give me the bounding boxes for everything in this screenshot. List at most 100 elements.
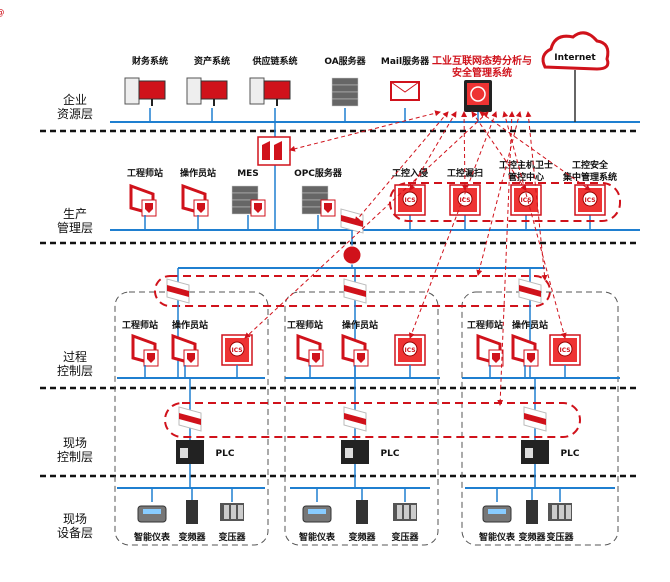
layer-label: 控制层 bbox=[57, 364, 93, 378]
ics-text: ICS bbox=[520, 197, 531, 204]
layer-label: 设备层 bbox=[57, 526, 93, 540]
server-unit bbox=[301, 185, 329, 194]
tower-icon bbox=[249, 77, 265, 105]
plc-label: PLC bbox=[381, 449, 400, 459]
host-guard-label: 管控中心 bbox=[508, 171, 544, 183]
enterprise-item-label: 财务系统 bbox=[131, 55, 168, 67]
transformer-icon bbox=[548, 503, 572, 521]
field-device-label: 变频器 bbox=[518, 531, 546, 543]
enterprise-item-label: Mail服务器 bbox=[381, 55, 430, 67]
field-device-label: 变压器 bbox=[391, 531, 419, 543]
shield-icon bbox=[183, 349, 199, 367]
operator-station-label: 操作员站 bbox=[342, 319, 378, 331]
server-unit bbox=[231, 185, 259, 194]
layer-label: 过程 bbox=[63, 349, 87, 364]
shield-icon bbox=[488, 349, 504, 367]
cloud bbox=[541, 31, 610, 71]
coil bbox=[411, 505, 416, 519]
operator-station-label: 操作员站 bbox=[512, 319, 548, 331]
server-unit bbox=[331, 91, 359, 100]
inverter-icon bbox=[526, 500, 538, 524]
enterprise-item-label: 资产系统 bbox=[194, 55, 230, 67]
plc-display bbox=[525, 448, 533, 458]
field-device-label: 变压器 bbox=[218, 531, 246, 543]
server-unit bbox=[301, 192, 329, 201]
meter-screen bbox=[143, 509, 161, 514]
ics-icon bbox=[402, 341, 418, 357]
plc-icon bbox=[521, 440, 549, 464]
shield-icon bbox=[523, 349, 539, 367]
engineer-station-label: 工程师站 bbox=[287, 319, 323, 331]
ics-text: ICS bbox=[559, 347, 570, 354]
tablet-screen bbox=[467, 83, 489, 105]
layer-label: 生产 bbox=[63, 207, 87, 221]
transformer-icon bbox=[393, 503, 417, 521]
coil bbox=[224, 505, 229, 519]
process-firewall-icon bbox=[343, 278, 367, 304]
workstation-icon bbox=[124, 77, 166, 106]
internet-cloud-icon bbox=[541, 31, 610, 71]
shield-icon bbox=[143, 349, 159, 367]
plc-icon bbox=[176, 440, 204, 464]
enterprise-item-label: OA服务器 bbox=[324, 55, 366, 67]
layer-label: 企业 bbox=[63, 92, 87, 107]
management-link-arrow bbox=[525, 111, 548, 281]
management-link-arrow bbox=[244, 111, 489, 339]
tower-icon bbox=[124, 77, 140, 105]
security-system-title: 安全管理系统 bbox=[452, 66, 512, 79]
engineer-station-label: 工程师站 bbox=[122, 319, 158, 331]
field-device-label: 变压器 bbox=[546, 531, 574, 543]
layer-label: 现场 bbox=[63, 436, 87, 450]
ics-text: ICS bbox=[459, 197, 470, 204]
layer-label: 控制层 bbox=[57, 450, 93, 464]
transformer-icon bbox=[220, 503, 244, 521]
field-device-label: 智能仪表 bbox=[134, 531, 171, 543]
shield-icon bbox=[187, 353, 195, 363]
field-firewall-icon bbox=[343, 406, 367, 432]
field-firewall-icon bbox=[523, 406, 547, 432]
smart-meter-icon bbox=[482, 505, 512, 523]
shield-icon bbox=[147, 353, 155, 363]
layer-label: 管理层 bbox=[57, 220, 93, 235]
field-device-label: 智能仪表 bbox=[299, 531, 336, 543]
ics-audit-icon: ICS bbox=[549, 334, 581, 366]
plc-label: PLC bbox=[216, 449, 235, 459]
ics-text: ICS bbox=[404, 347, 415, 354]
mail-server-icon bbox=[390, 81, 420, 101]
firewall-stripe bbox=[524, 413, 546, 425]
meter-screen bbox=[488, 509, 506, 514]
shield-icon bbox=[320, 199, 336, 217]
plc-icon bbox=[341, 440, 369, 464]
plc-display bbox=[180, 448, 188, 458]
server-unit bbox=[331, 98, 359, 107]
field-firewall-icon bbox=[178, 406, 202, 432]
ics-text: ICS bbox=[584, 197, 595, 204]
router-icon bbox=[342, 245, 362, 265]
shield-icon bbox=[145, 203, 153, 213]
smart-meter-icon bbox=[137, 505, 167, 523]
shield-icon bbox=[357, 353, 365, 363]
shield-icon bbox=[312, 353, 320, 363]
field-firewall-group-outline bbox=[164, 402, 581, 438]
layer-label: 资源层 bbox=[57, 107, 93, 121]
at-sign: @ bbox=[0, 8, 5, 18]
firewall-stripe bbox=[179, 413, 201, 425]
tower-icon bbox=[186, 77, 202, 105]
layer-label: 现场 bbox=[63, 512, 87, 526]
production-item-label: MES bbox=[237, 169, 259, 179]
ics-icon bbox=[582, 191, 598, 207]
coil bbox=[238, 505, 243, 519]
server-unit bbox=[331, 84, 359, 93]
field-device-label: 变频器 bbox=[178, 531, 206, 543]
enterprise-item-label: 供应链系统 bbox=[251, 55, 297, 67]
internet-label: Internet bbox=[554, 53, 596, 63]
ics-audit-icon: ICS bbox=[221, 334, 253, 366]
field-device-label: 智能仪表 bbox=[479, 531, 516, 543]
production-item-label: 操作员站 bbox=[180, 167, 216, 179]
ics-icon bbox=[557, 341, 573, 357]
oa-server-icon bbox=[331, 77, 359, 107]
workstation-icon bbox=[249, 77, 291, 106]
shield-icon bbox=[308, 349, 324, 367]
ics-icon bbox=[229, 341, 245, 357]
ics-audit-icon: ICS bbox=[394, 334, 426, 366]
